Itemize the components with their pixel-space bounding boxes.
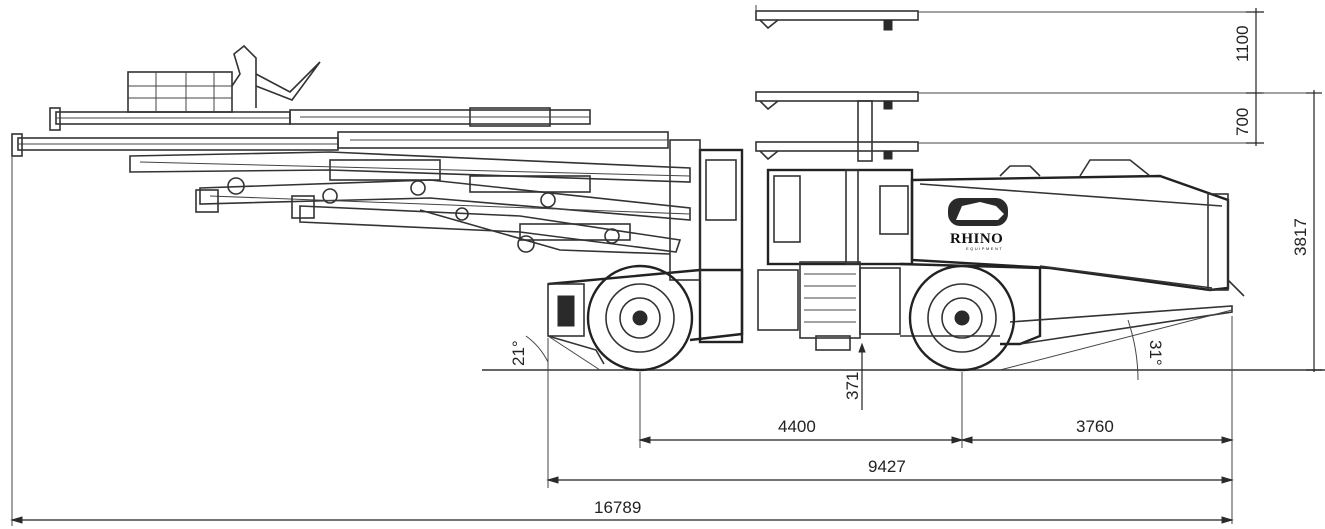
departure-angle-label: 31° bbox=[1146, 340, 1165, 366]
boom-arms bbox=[129, 151, 691, 255]
operator-basket bbox=[127, 44, 321, 113]
approach-angle-marker: 21° bbox=[509, 335, 601, 371]
ground-clearance-dimension: 371 bbox=[843, 342, 866, 410]
canopy-top-position bbox=[755, 5, 1262, 31]
lower-feed-beam bbox=[11, 131, 669, 157]
extension-lines bbox=[11, 156, 1233, 526]
rear-overhang-dimension: 3760 bbox=[960, 417, 1234, 444]
approach-angle-label: 21° bbox=[509, 340, 528, 366]
logo-subtext: EQUIPMENT bbox=[966, 246, 1003, 251]
wheelbase-dimension: 4400 bbox=[638, 417, 964, 444]
platform-step-dimensions: 1100 700 bbox=[1233, 8, 1264, 146]
departure-angle-marker: 31° bbox=[999, 309, 1233, 381]
rhino-icon bbox=[956, 202, 1004, 220]
upper-step-label: 1100 bbox=[1233, 25, 1252, 62]
front-wheel bbox=[586, 264, 694, 372]
wheelbase-label: 4400 bbox=[778, 417, 816, 436]
chassis-length-label: 9427 bbox=[868, 457, 906, 476]
canopy-low-position bbox=[755, 141, 1262, 161]
overall-length-label: 16789 bbox=[594, 498, 641, 517]
canopy-middle-position bbox=[755, 91, 1262, 162]
ground-clearance-label: 371 bbox=[843, 372, 862, 400]
rear-wheel bbox=[908, 264, 1016, 372]
rear-overhang-label: 3760 bbox=[1076, 417, 1114, 436]
overall-height-label: 3817 bbox=[1291, 218, 1310, 256]
lower-step-label: 700 bbox=[1233, 108, 1252, 136]
overall-height-dimension: 3817 bbox=[1262, 90, 1322, 372]
rhino-logo: RHINO EQUIPMENT bbox=[948, 198, 1008, 251]
chassis-length-dimension: 9427 bbox=[546, 457, 1234, 484]
cab-and-engine-block bbox=[757, 168, 914, 351]
front-frame bbox=[547, 139, 744, 365]
logo-wordmark: RHINO bbox=[950, 231, 1003, 247]
boom-joints bbox=[195, 177, 620, 253]
overall-length-dimension: 16789 bbox=[10, 498, 1234, 524]
rear-frame bbox=[899, 262, 1233, 346]
rear-body-housing bbox=[910, 159, 1245, 297]
